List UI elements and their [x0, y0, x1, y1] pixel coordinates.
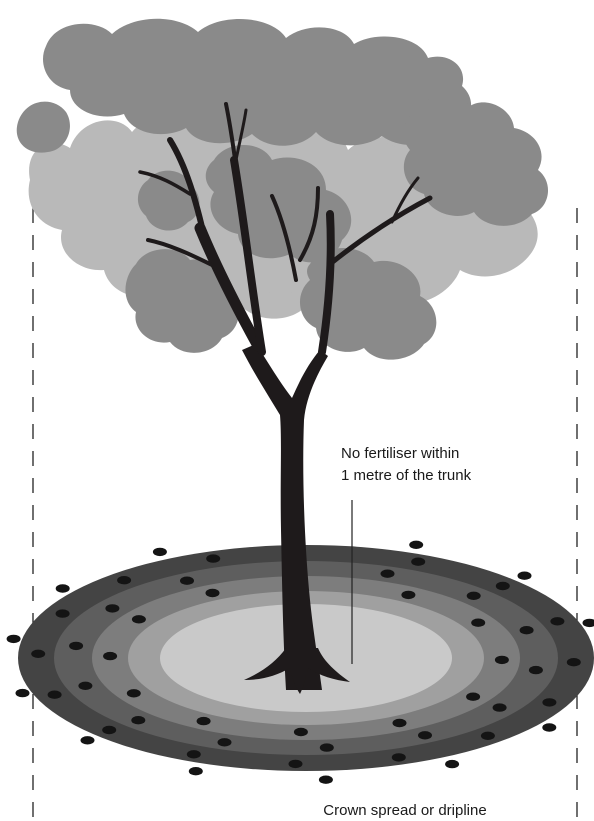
fertiliser-dot [7, 635, 21, 643]
fertiliser-dot [520, 626, 534, 634]
fertiliser-dot [294, 728, 308, 736]
fertiliser-dot [493, 703, 507, 711]
fertiliser-dot [127, 689, 141, 697]
fertiliser-dot [206, 554, 220, 562]
fertiliser-dot [117, 576, 131, 584]
fertiliser-dot [69, 642, 83, 650]
fertiliser-dot [567, 658, 581, 666]
fertiliser-dot [56, 609, 70, 617]
fertiliser-dot [445, 760, 459, 768]
fertiliser-dot [392, 753, 406, 761]
fertiliser-dot [102, 726, 116, 734]
fertiliser-dot [418, 731, 432, 739]
fertiliser-dot [81, 736, 95, 744]
fertiliser-dot [583, 619, 594, 627]
fertiliser-dot [542, 698, 556, 706]
fertiliser-dot [481, 732, 495, 740]
fertiliser-dot [206, 589, 220, 597]
fertiliser-dot [56, 584, 70, 592]
fertiliser-dot [496, 582, 510, 590]
fertiliser-dot [466, 693, 480, 701]
fertiliser-dot [31, 650, 45, 658]
fertiliser-dot [16, 689, 30, 697]
fertiliser-dot [132, 615, 146, 623]
fertiliser-dot [189, 767, 203, 775]
fertiliser-dot [48, 691, 62, 699]
fertiliser-dot [105, 604, 119, 612]
fertiliser-dot [103, 652, 117, 660]
annotation-line-1: No fertiliser within [341, 445, 459, 462]
fertiliser-dot [381, 570, 395, 578]
fertiliser-dot [411, 558, 425, 566]
fertiliser-dot [393, 719, 407, 727]
fertiliser-dot [471, 619, 485, 627]
fertiliser-dot [289, 760, 303, 768]
fertiliser-dot [409, 541, 423, 549]
fertiliser-dot [153, 548, 167, 556]
fertiliser-dot [319, 776, 333, 784]
fertiliser-dot [180, 577, 194, 585]
fertiliser-dot [550, 617, 564, 625]
fertiliser-dot [131, 716, 145, 724]
fertiliser-dot [495, 656, 509, 664]
annotation-line-2: 1 metre of the trunk [341, 467, 472, 484]
fertiliser-dot [197, 717, 211, 725]
fertiliser-dot [187, 750, 201, 758]
dripline-caption: Crown spread or dripline [323, 802, 486, 819]
fertiliser-dot [320, 743, 334, 751]
fertiliser-dot [542, 723, 556, 731]
fertiliser-dot [518, 572, 532, 580]
fertiliser-dot [401, 591, 415, 599]
fertiliser-dot [218, 738, 232, 746]
fertiliser-dot [467, 592, 481, 600]
fertiliser-dot [529, 666, 543, 674]
fertiliser-dot [78, 682, 92, 690]
